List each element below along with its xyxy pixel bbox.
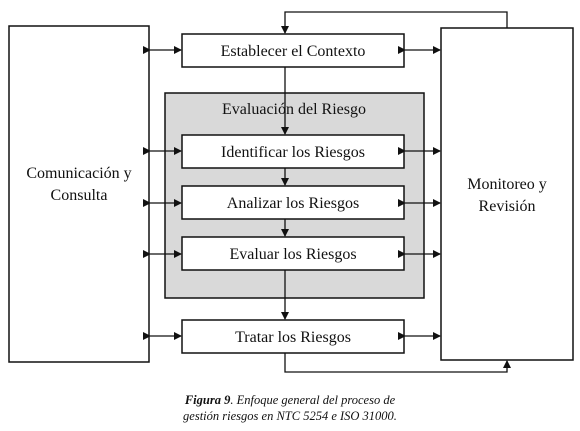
risk-management-diagram: Comunicación y Consulta Monitoreo y Revi…	[8, 11, 574, 373]
treat-label: Tratar los Riesgos	[235, 329, 351, 346]
context-label: Establecer el Contexto	[221, 43, 366, 60]
figure-caption: Figura 9. Enfoque general del proceso de…	[0, 392, 580, 424]
monitoring-box	[440, 27, 574, 361]
communication-label-2: Consulta	[51, 187, 108, 204]
caption-text: . Enfoque general del proceso de	[230, 393, 396, 407]
monitoring-label-2: Revisión	[479, 198, 536, 215]
identify-label: Identificar los Riesgos	[221, 144, 365, 161]
communication-label-1: Comunicación y	[26, 165, 131, 182]
evaluate-label: Evaluar los Riesgos	[229, 246, 356, 263]
evaluate-box	[181, 236, 405, 271]
communication-box	[8, 25, 150, 363]
caption-line-1: Figura 9. Enfoque general del proceso de	[0, 392, 580, 408]
context-box	[181, 33, 405, 68]
feedback-loop-bottom	[284, 353, 511, 373]
caption-label: Figura 9	[184, 393, 231, 407]
right-connectors	[398, 46, 441, 340]
feedback-loop-top	[281, 11, 508, 34]
analyze-box	[181, 185, 405, 220]
assessment-title: Evaluación del Riesgo	[222, 101, 366, 118]
left-connectors	[143, 46, 182, 340]
monitoring-label-1: Monitoreo y	[467, 176, 547, 193]
analyze-label: Analizar los Riesgos	[227, 195, 359, 212]
caption-line-2: gestión riesgos en NTC 5254 e ISO 31000.	[183, 409, 397, 423]
treat-box	[181, 319, 405, 354]
